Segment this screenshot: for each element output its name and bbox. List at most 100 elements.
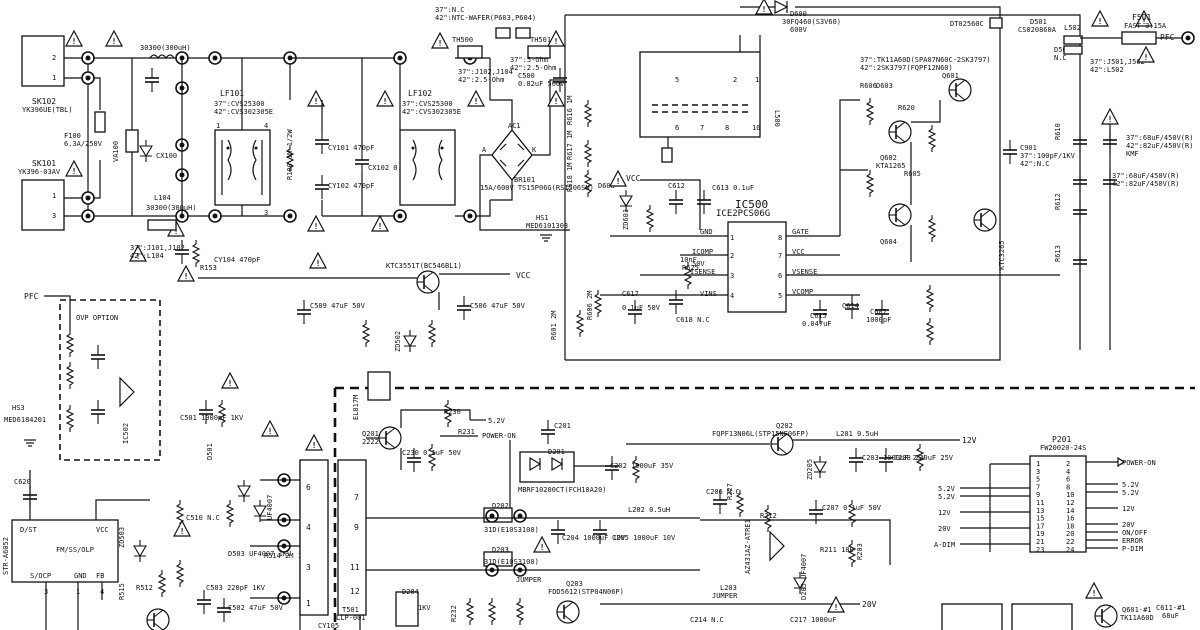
svg-text:0.047uF: 0.047uF xyxy=(802,320,832,328)
svg-text:9: 9 xyxy=(354,523,359,532)
r514-label: R514 2M 1/2W xyxy=(264,552,315,560)
svg-text:3: 3 xyxy=(264,209,268,217)
r153-label: R153 xyxy=(200,264,217,272)
lf102-label: LF102 xyxy=(408,89,432,98)
p201-pin-left: 21 xyxy=(1036,538,1044,546)
svg-text:7: 7 xyxy=(778,252,782,260)
svg-text:R606: R606 xyxy=(860,82,877,90)
svg-text:2: 2 xyxy=(733,76,737,84)
q604-label: Q604 xyxy=(880,238,897,246)
d203-label: D203 xyxy=(492,546,509,554)
svg-text:12: 12 xyxy=(350,587,360,596)
q601-value: 37":TK11A60D(SPA07N60C-2SK3797) xyxy=(860,56,991,64)
p201-pin-left: 3 xyxy=(1036,468,1040,476)
svg-text:10: 10 xyxy=(752,124,760,132)
c611-value: 68uF xyxy=(1162,612,1179,620)
d201-label: D201 xyxy=(548,448,565,456)
svg-text:R620: R620 xyxy=(898,104,915,112)
svg-text:C613 0.1uF: C613 0.1uF xyxy=(712,184,754,192)
ic500-vsense: VSENSE xyxy=(792,268,817,276)
pc502-label: EL817M xyxy=(352,395,360,420)
sk102-type: YK396UE(TBL) xyxy=(22,106,73,114)
br101-bridge xyxy=(491,128,533,182)
p201-pin-left: 9 xyxy=(1036,491,1040,499)
t501-value: LLP-001 xyxy=(336,614,366,622)
p201-pin-right: 22 xyxy=(1066,538,1074,546)
svg-text:A: A xyxy=(482,146,487,154)
lf101-choke xyxy=(214,129,271,206)
p201-pin-left: 7 xyxy=(1036,483,1040,491)
c205-label: C205 1000uF 10V xyxy=(612,534,676,542)
r100-label: R100 1M 1/2W xyxy=(286,129,294,180)
sk101-connector xyxy=(21,179,65,231)
ovp-option-box xyxy=(59,299,161,461)
l104-value: 30300(300uH) xyxy=(146,204,197,212)
pfc-vcc-label: VCC xyxy=(626,174,641,183)
p201-pin-right: 18 xyxy=(1066,522,1074,530)
cx100-label: CX100 xyxy=(156,152,177,160)
v20-label: 20V xyxy=(862,600,877,609)
q202-label: Q202 xyxy=(776,422,793,430)
svg-text:R613: R613 xyxy=(1054,245,1062,262)
hs3-label: HS3 xyxy=(12,404,25,412)
conn-right-52v-b: 5.2V xyxy=(1122,489,1140,497)
svg-text:R617 1M: R617 1M xyxy=(566,130,574,160)
p201-pin-right: 2 xyxy=(1066,460,1070,468)
f501-fuse xyxy=(1121,31,1157,45)
input-section: 2 1 SK102 YK396UE(TBL) 1 3 SK101 YK396-0… xyxy=(18,30,594,282)
r203-label: R203 xyxy=(856,543,864,560)
l500-inductor xyxy=(639,51,761,138)
svg-text:1: 1 xyxy=(52,192,56,200)
c512-label: 37":68uF/450V(R) xyxy=(1126,134,1193,142)
svg-text:6: 6 xyxy=(306,483,311,492)
ic500-vcc: VCC xyxy=(792,248,805,256)
svg-text:R625: R625 xyxy=(682,264,699,272)
p201-label: P201 xyxy=(1052,435,1071,444)
zd205-label: ZD205 xyxy=(806,459,814,480)
c230-label: C230 0.1uF 50V xyxy=(402,449,462,457)
j101-note2: 42":L104 xyxy=(130,252,164,260)
pc502-optocoupler xyxy=(367,371,391,401)
p201-pin-left: 13 xyxy=(1036,507,1044,515)
conn-right-12v: 12V xyxy=(1122,505,1135,513)
d201-diode xyxy=(519,451,575,483)
d203-value: 31D(E10S3100) xyxy=(484,558,539,566)
svg-text:7: 7 xyxy=(700,124,704,132)
c506-label: C506 47uF 50V xyxy=(470,302,526,310)
svg-text:D501: D501 xyxy=(206,443,214,460)
svg-text:37":J501,J502: 37":J501,J502 xyxy=(1090,58,1145,66)
l500-label: L500 xyxy=(773,110,781,127)
svg-text:8: 8 xyxy=(778,234,782,242)
svg-text:D204: D204 xyxy=(402,588,419,596)
svg-text:R612: R612 xyxy=(1054,193,1062,210)
ic501-socp: S/OCP xyxy=(30,572,51,580)
q203-label: Q203 xyxy=(566,580,583,588)
svg-text:3: 3 xyxy=(306,563,311,572)
q602-label: Q602 xyxy=(880,154,897,162)
svg-text:C607: C607 xyxy=(870,308,887,316)
svg-text:1: 1 xyxy=(52,74,56,82)
svg-text:3: 3 xyxy=(730,272,734,280)
br101-value: 15A/600V TS15P06G(RS1506SN) xyxy=(480,184,594,192)
svg-text:11: 11 xyxy=(350,563,360,572)
c500-label: C500 xyxy=(518,72,535,80)
dt-label: DT02560C xyxy=(950,20,984,28)
svg-text:R610: R610 xyxy=(1054,123,1062,140)
c901-label: C901 xyxy=(1020,144,1037,152)
hs1-label: HS1 xyxy=(536,214,549,222)
ic500-vins: VINS xyxy=(700,290,717,298)
sk101-label: SK101 xyxy=(32,159,56,168)
q603-value: KTC3265 xyxy=(998,240,1006,270)
c509-label: C509 47uF 50V xyxy=(310,302,366,310)
r227-label: R227 xyxy=(726,483,734,500)
svg-text:C615: C615 xyxy=(810,312,827,320)
sk101-type: YK396-03AV xyxy=(18,168,61,176)
q601-label: Q601 xyxy=(942,72,959,80)
c204-label: C204 1000uF 10V xyxy=(562,534,626,542)
t501-label: T501 xyxy=(342,606,359,614)
d502-label: D502 xyxy=(1054,46,1071,54)
p201-pin-right: 10 xyxy=(1066,491,1074,499)
hs3-value: MED6184201 xyxy=(4,416,46,424)
svg-text:1: 1 xyxy=(216,122,220,130)
